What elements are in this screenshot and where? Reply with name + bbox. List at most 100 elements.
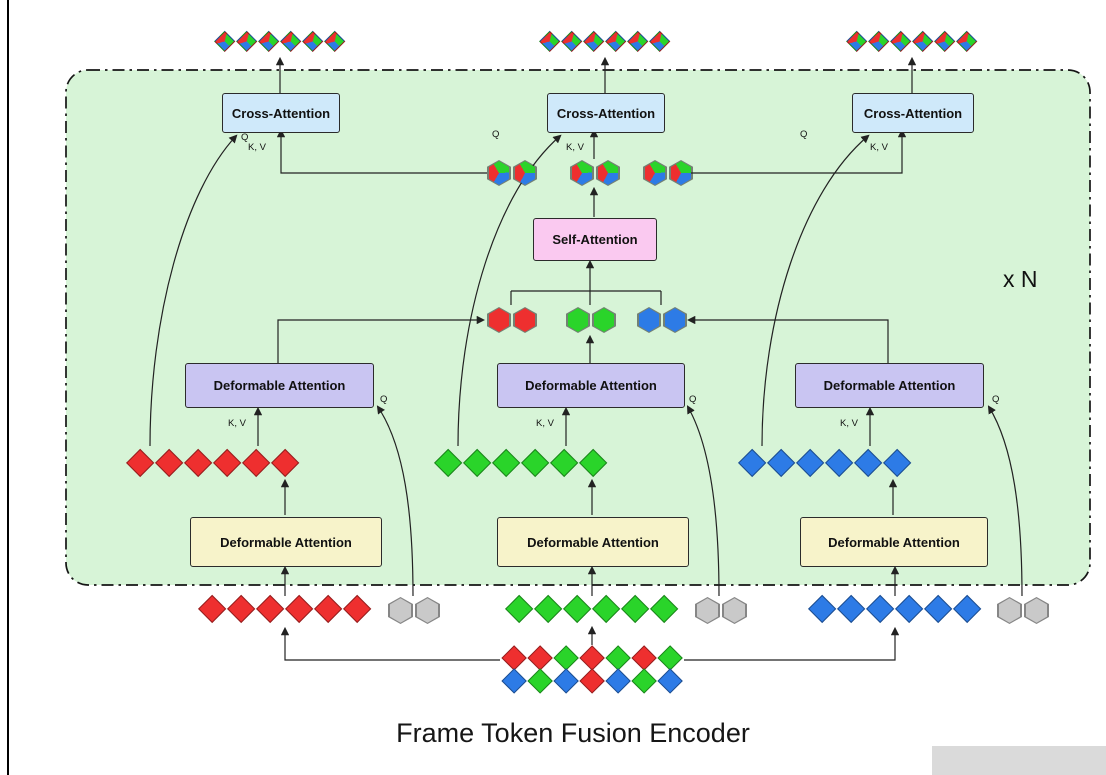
q-label-cross-1: Q: [241, 132, 249, 143]
token: [825, 449, 854, 478]
token-row-mid-red: [126, 449, 300, 478]
token: [553, 668, 579, 694]
token: [669, 160, 693, 186]
self-attention-box: Self-Attention: [533, 218, 657, 261]
kv-label-deform-2: K, V: [536, 418, 554, 429]
token-row-output-2: [539, 31, 671, 53]
q-label-deform-1: Q: [380, 394, 388, 405]
token: [527, 668, 553, 694]
token: [302, 31, 324, 53]
token: [236, 31, 258, 53]
token: [513, 160, 537, 186]
token: [324, 31, 346, 53]
token: [227, 595, 256, 624]
token: [883, 449, 912, 478]
token: [956, 31, 978, 53]
token: [258, 31, 280, 53]
token: [796, 449, 825, 478]
token: [487, 160, 511, 186]
q-label-deform-3: Q: [992, 394, 1000, 405]
token-row-output-1: [214, 31, 346, 53]
q-label-cross-2: Q: [492, 129, 500, 140]
token-row-fused-hex-1: [487, 160, 537, 186]
token: [563, 595, 592, 624]
token: [808, 595, 837, 624]
token: [566, 307, 590, 333]
deformable-attention-box-bottom-2: Deformable Attention: [497, 517, 689, 567]
deformable-attention-box-bottom-1: Deformable Attention: [190, 517, 382, 567]
token-row-fused-hex-3: [643, 160, 693, 186]
token: [631, 668, 657, 694]
token-row-query-hex-2: [695, 597, 747, 624]
token: [388, 597, 413, 624]
token: [854, 449, 883, 478]
token: [256, 595, 285, 624]
figure-edge-line: [7, 0, 9, 775]
token: [415, 597, 440, 624]
token: [343, 595, 372, 624]
token: [767, 449, 796, 478]
token: [579, 668, 605, 694]
kv-label-cross-1: K, V: [248, 142, 266, 153]
cross-attention-box-1: Cross-Attention: [222, 93, 340, 133]
token: [637, 307, 661, 333]
token: [866, 595, 895, 624]
token-row-query-hex-3: [997, 597, 1049, 624]
token: [890, 31, 912, 53]
token: [550, 449, 579, 478]
token: [650, 595, 679, 624]
token: [434, 449, 463, 478]
token: [605, 668, 631, 694]
token: [657, 668, 683, 694]
q-label-deform-2: Q: [689, 394, 697, 405]
repeat-count-label: x N: [1003, 266, 1038, 292]
token: [271, 449, 300, 478]
token-row-query-hex-1: [388, 597, 440, 624]
token: [155, 449, 184, 478]
deformable-attention-box-top-3: Deformable Attention: [795, 363, 984, 408]
token: [722, 597, 747, 624]
plain-connectors: [510, 290, 662, 305]
token: [997, 597, 1022, 624]
token: [184, 449, 213, 478]
token: [570, 160, 594, 186]
token: [934, 31, 956, 53]
cross-attention-box-3: Cross-Attention: [852, 93, 974, 133]
token-row-mid-blue: [738, 449, 912, 478]
kv-label-deform-3: K, V: [840, 418, 858, 429]
token-row-input-blue: [808, 595, 982, 624]
q-label-cross-3: Q: [800, 129, 808, 140]
cross-attention-box-2: Cross-Attention: [547, 93, 665, 133]
token: [539, 31, 561, 53]
token-row-frame-hex-red: [487, 307, 537, 333]
token: [627, 31, 649, 53]
token: [596, 160, 620, 186]
token: [621, 595, 650, 624]
corner-artifact: [932, 746, 1106, 775]
token-row-mid-green: [434, 449, 608, 478]
token: [492, 449, 521, 478]
token: [285, 595, 314, 624]
token: [592, 307, 616, 333]
token: [837, 595, 866, 624]
token-row-input-red: [198, 595, 372, 624]
token-row-frame-hex-green: [566, 307, 616, 333]
deformable-attention-box-top-2: Deformable Attention: [497, 363, 685, 408]
token: [695, 597, 720, 624]
token-row-input-green: [505, 595, 679, 624]
token: [1024, 597, 1049, 624]
diagram-title: Frame Token Fusion Encoder: [396, 718, 750, 748]
token: [463, 449, 492, 478]
token: [605, 31, 627, 53]
token: [953, 595, 982, 624]
kv-label-cross-3: K, V: [870, 142, 888, 153]
token: [487, 307, 511, 333]
token: [561, 31, 583, 53]
deformable-attention-box-bottom-3: Deformable Attention: [800, 517, 988, 567]
token: [643, 160, 667, 186]
token-row-output-3: [846, 31, 978, 53]
token: [663, 307, 687, 333]
token-row-frame-hex-blue: [637, 307, 687, 333]
token: [583, 31, 605, 53]
token: [213, 449, 242, 478]
